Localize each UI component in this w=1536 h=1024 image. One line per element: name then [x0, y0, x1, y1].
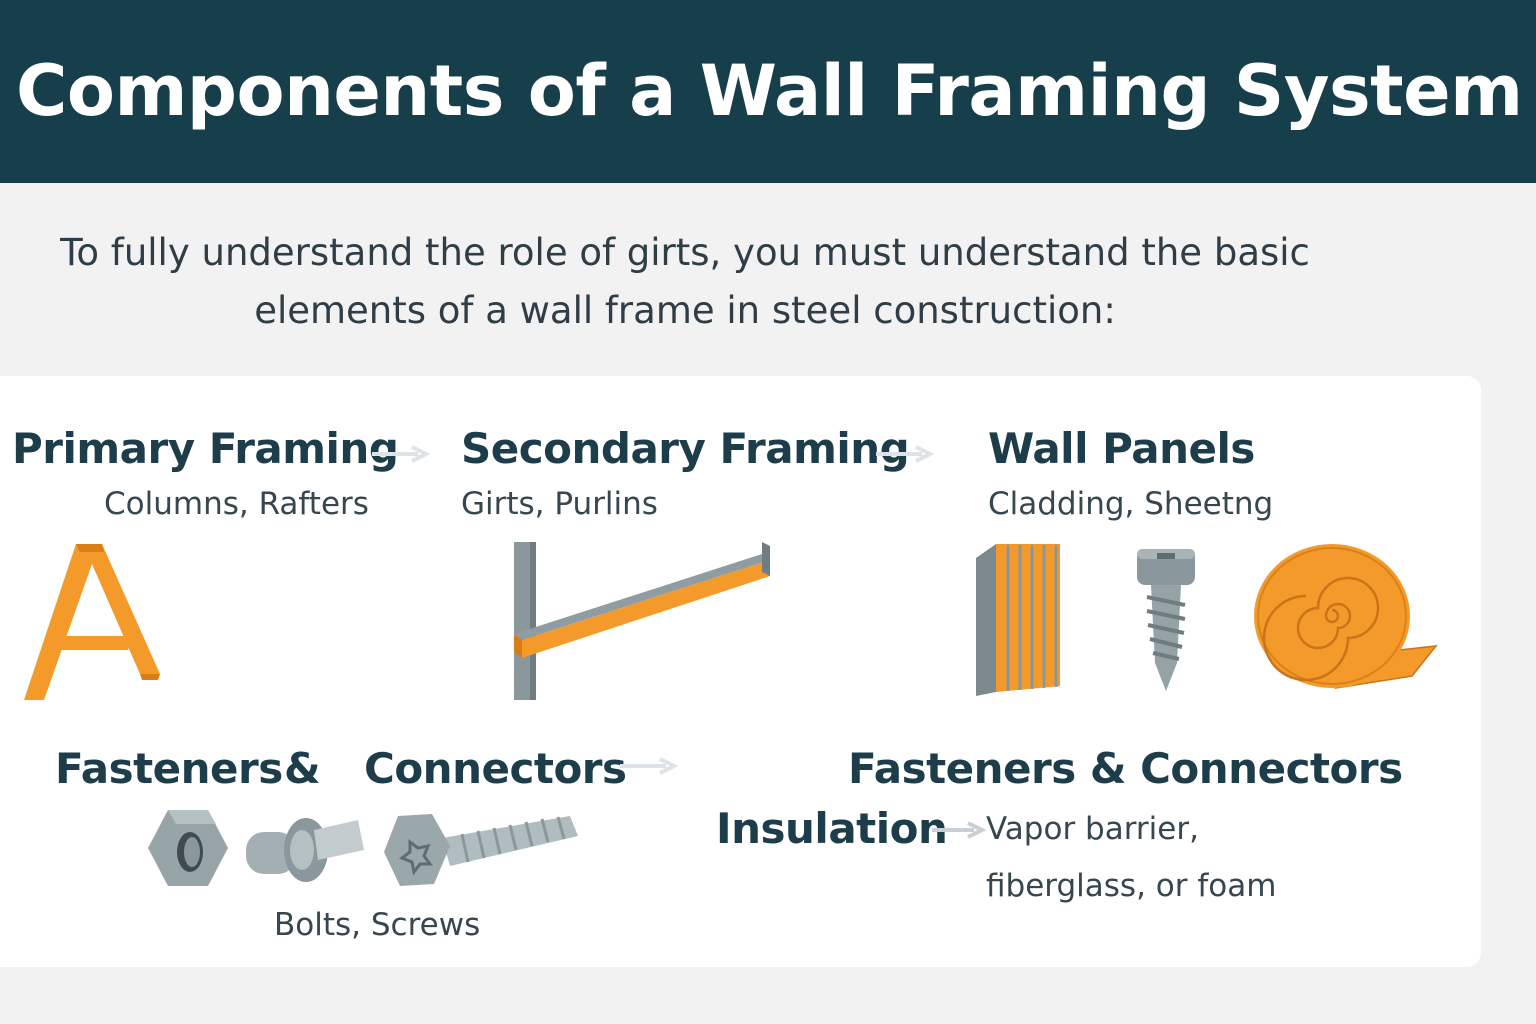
insulation-heading: Insulation	[716, 804, 948, 853]
connectors-heading: Connectors	[364, 744, 627, 793]
components-card	[0, 376, 1481, 967]
intro-text: To fully understand the role of girts, y…	[60, 231, 1310, 332]
screw-icon	[1137, 549, 1195, 691]
arrow-icon	[372, 445, 430, 463]
header-bar: Components of a Wall Framing System	[0, 0, 1536, 183]
bolt-icon	[246, 818, 364, 882]
insulation-roll-icon	[1254, 544, 1438, 690]
fasteners-amp: &	[284, 744, 321, 793]
hex-bolt-icon	[384, 814, 578, 886]
wall-panels-sub: Cladding, Sheetng	[988, 486, 1274, 522]
wall-panel-icon	[976, 544, 1060, 696]
arrow-icon	[620, 757, 678, 775]
hex-nut-icon	[148, 810, 228, 886]
arrow-icon	[876, 445, 934, 463]
a-frame-icon	[24, 544, 160, 700]
arrow-icon	[932, 821, 986, 839]
primary-framing-sub: Columns, Rafters	[104, 486, 369, 522]
page-title: Components of a Wall Framing System	[16, 50, 1523, 132]
fasteners-sub: Bolts, Screws	[274, 907, 481, 943]
wall-panels-heading: Wall Panels	[988, 424, 1255, 473]
secondary-framing-sub: Girts, Purlins	[461, 486, 658, 522]
fasteners-heading: Fasteners	[55, 744, 283, 793]
insulation-sub-line1: Vapor barrier,	[986, 811, 1199, 847]
insulation-sub-line2: fiberglass, or foam	[986, 868, 1277, 904]
secondary-framing-heading: Secondary Framing	[461, 424, 910, 473]
primary-framing-heading: Primary Framing	[12, 424, 399, 473]
girt-beam-icon	[514, 542, 770, 700]
fasteners-connectors-heading: Fasteners & Connectors	[848, 744, 1403, 793]
